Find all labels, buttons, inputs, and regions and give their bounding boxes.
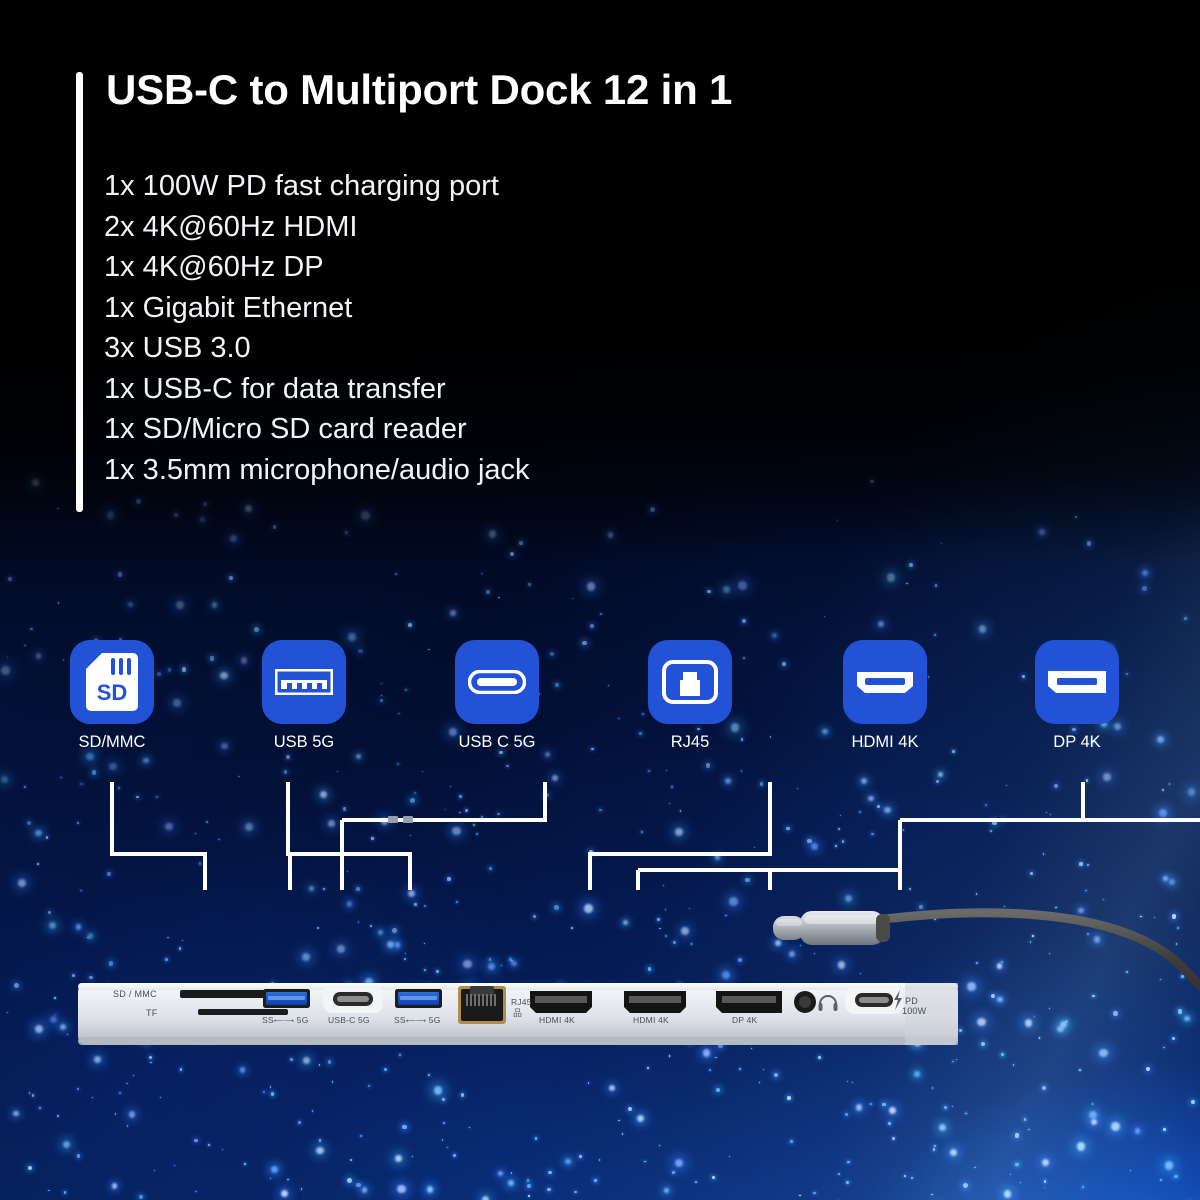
usb-c-data-port (323, 985, 383, 1013)
hdmi-icon (843, 640, 927, 724)
leader-lines (110, 782, 1200, 890)
rj45-port (458, 986, 506, 1024)
displayport-port (716, 991, 782, 1013)
port-icon-hdmi: HDMI 4K (843, 640, 927, 752)
feature-item: 1x SD/Micro SD card reader (104, 413, 467, 445)
usb-c-glyph (468, 670, 526, 694)
headphone-icon (818, 995, 838, 1011)
leader-connector-dots (388, 816, 413, 823)
feature-item: 1x 3.5mm microphone/audio jack (104, 453, 530, 486)
rj45-icon (648, 640, 732, 724)
feature-list: 1x 100W PD fast charging port 2x 4K@60Hz… (104, 166, 530, 490)
accent-bar (76, 72, 83, 512)
port-icon-label: HDMI 4K (851, 733, 919, 751)
rj45-glyph (662, 660, 718, 704)
leader-rj45 (588, 782, 772, 890)
usb-c-icon (455, 640, 539, 724)
hdmi-port-1 (530, 991, 592, 1013)
usb-a-port-2 (395, 989, 442, 1008)
leader-usb-a-2 (288, 852, 412, 890)
usb-c-cable (805, 908, 1200, 993)
port-icon-dp: DP 4K (1035, 640, 1119, 752)
port-icon-label: USB 5G (273, 733, 335, 751)
displayport-icon (1035, 640, 1119, 724)
sd-card-glyph: SD (86, 653, 138, 711)
usb-a-icon (262, 640, 346, 724)
port-icon-label: DP 4K (1053, 733, 1101, 751)
port-icon-usb-c: USB C 5G (455, 640, 539, 752)
hdmi-port-2 (624, 991, 686, 1013)
feature-item: 1x 4K@60Hz DP (104, 251, 324, 283)
port-icon-usb-a: USB 5G (262, 640, 346, 752)
page-title: USB-C to Multiport Dock 12 in 1 (106, 66, 733, 113)
port-icon-label: SD/MMC (78, 733, 146, 751)
feature-item: 3x USB 3.0 (104, 332, 251, 364)
leader-usb-a-1 (286, 782, 292, 890)
tf-slot (198, 1009, 288, 1015)
audio-jack-port (794, 991, 816, 1013)
top-dark-fade (0, 0, 1200, 560)
feature-item: 2x 4K@60Hz HDMI (104, 210, 358, 243)
usb-a-port-1 (263, 989, 310, 1008)
leader-usb-c (342, 782, 547, 822)
port-icon-sd: SD SD/MMC (70, 640, 154, 752)
sd-card-icon: SD (70, 640, 154, 724)
hdmi-glyph (857, 672, 913, 693)
usb-c-plug (773, 911, 890, 945)
port-icon-rj45: RJ45 (648, 640, 732, 752)
feature-item: 1x USB-C for data transfer (104, 372, 446, 405)
usb-c-multiport-dock (78, 908, 1200, 1045)
port-icon-row: SD SD/MMC USB 5G USB C 5G (0, 640, 1200, 765)
leader-sd (110, 782, 207, 890)
pd-power-port (845, 986, 903, 1014)
displayport-glyph (1048, 671, 1106, 693)
feature-item: 1x 100W PD fast charging port (104, 170, 499, 202)
svg-text:SD: SD (97, 680, 128, 705)
usb-a-glyph (275, 669, 333, 695)
port-icon-label: RJ45 (670, 733, 710, 751)
lightning-bolt-icon (894, 990, 902, 1010)
port-icon-label: USB C 5G (458, 733, 536, 751)
feature-item: 1x Gigabit Ethernet (104, 291, 353, 324)
